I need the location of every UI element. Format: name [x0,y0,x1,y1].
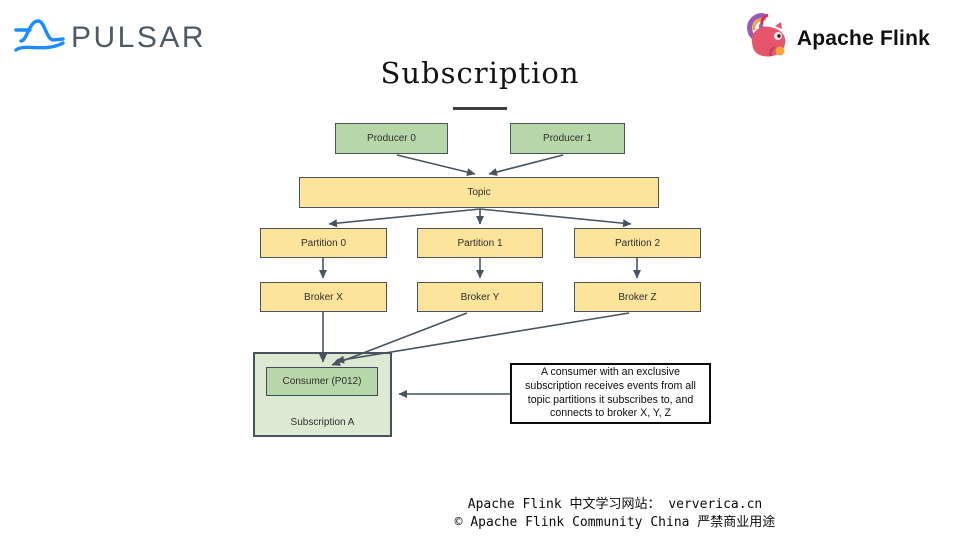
node-broker-y: Broker Y [417,282,543,312]
pulsar-brand-text: PULSAR [71,20,207,54]
flink-brand-text: Apache Flink [796,26,930,50]
node-producer-1: Producer 1 [510,123,625,154]
annotation-callout: A consumer with an exclusive subscriptio… [510,363,711,424]
flink-logo: Apache Flink [745,13,930,64]
node-partition-0: Partition 0 [260,228,387,258]
node-broker-z: Broker Z [574,282,701,312]
subscription-a-label: Subscription A [290,417,355,428]
footer-line-2: © Apache Flink Community China 严禁商业用途 [454,514,776,530]
node-partition-2: Partition 2 [574,228,701,258]
node-broker-x: Broker X [260,282,387,312]
title-underline [453,107,507,110]
node-partition-1: Partition 1 [417,228,543,258]
pulsar-wave-icon [13,14,65,61]
footer-credits: Apache Flink 中文学习网站： ververica.cn © Apac… [445,496,785,531]
node-producer-0: Producer 0 [335,123,448,154]
footer-line-1: Apache Flink 中文学习网站： ververica.cn [467,497,763,512]
node-topic: Topic [299,177,659,208]
page-title: Subscription [380,56,580,90]
subscription-a-container: Consumer (P012) Subscription A [253,352,392,437]
node-consumer-p012: Consumer (P012) [266,367,378,396]
pulsar-logo: PULSAR [13,14,206,61]
flink-squirrel-icon [745,13,789,64]
